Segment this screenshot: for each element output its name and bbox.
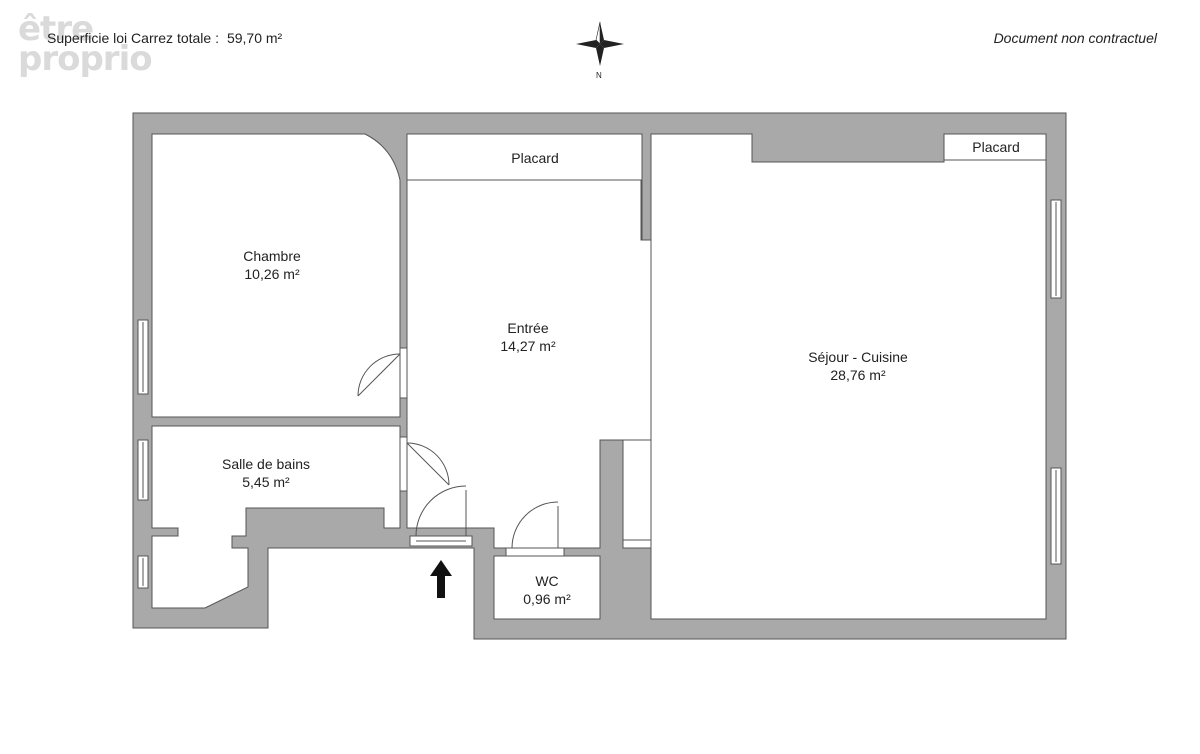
sdb-floor bbox=[151, 425, 401, 609]
room-sejour-name: Séjour - Cuisine bbox=[808, 349, 908, 365]
room-entree-area: 14,27 m² bbox=[500, 338, 556, 354]
door-entree bbox=[409, 485, 473, 547]
room-sdb: Salle de bains 5,45 m² bbox=[222, 455, 310, 491]
disclaimer-text: Document non contractuel bbox=[993, 30, 1157, 46]
placard1-label: Placard bbox=[511, 150, 559, 166]
room-chambre: Chambre 10,26 m² bbox=[243, 247, 301, 283]
placard2-label: Placard bbox=[972, 139, 1020, 155]
logo-line1: être bbox=[18, 9, 94, 49]
total-area-value: 59,70 m² bbox=[226, 30, 283, 46]
room-sejour-area: 28,76 m² bbox=[830, 367, 886, 383]
compass-icon bbox=[576, 21, 624, 66]
entrance-arrow bbox=[430, 560, 452, 598]
separators bbox=[407, 179, 643, 240]
door-chambre bbox=[357, 347, 408, 399]
chambre-floor bbox=[151, 133, 401, 418]
watermark-logo: être proprio bbox=[18, 9, 153, 79]
room-entree-name: Entrée bbox=[507, 320, 549, 336]
compass-north-label: N bbox=[596, 71, 602, 80]
sejour-floor bbox=[622, 133, 1047, 620]
logo-line2: proprio bbox=[18, 39, 153, 79]
placard1-floor bbox=[406, 133, 643, 181]
windows bbox=[137, 199, 1062, 589]
door-wc bbox=[505, 501, 565, 557]
total-area-label: Superficie loi Carrez totale : 59,70 m² bbox=[47, 30, 282, 46]
wc-floor bbox=[493, 555, 601, 620]
placard2-floor bbox=[943, 133, 1047, 161]
room-wc-name: WC bbox=[535, 573, 559, 589]
room-sejour: Séjour - Cuisine 28,76 m² bbox=[808, 348, 908, 384]
room-sdb-name: Salle de bains bbox=[222, 456, 310, 472]
room-sdb-area: 5,45 m² bbox=[242, 474, 290, 490]
room-chambre-name: Chambre bbox=[243, 248, 301, 264]
room-wc: WC 0,96 m² bbox=[523, 572, 570, 608]
door-sdb bbox=[399, 436, 450, 492]
room-chambre-area: 10,26 m² bbox=[244, 266, 300, 282]
room-floors bbox=[151, 133, 1047, 620]
room-entree: Entrée 14,27 m² bbox=[500, 319, 555, 355]
total-area-text: Superficie loi Carrez totale : bbox=[47, 30, 219, 46]
room-wc-area: 0,96 m² bbox=[523, 591, 571, 607]
doors bbox=[357, 347, 565, 557]
